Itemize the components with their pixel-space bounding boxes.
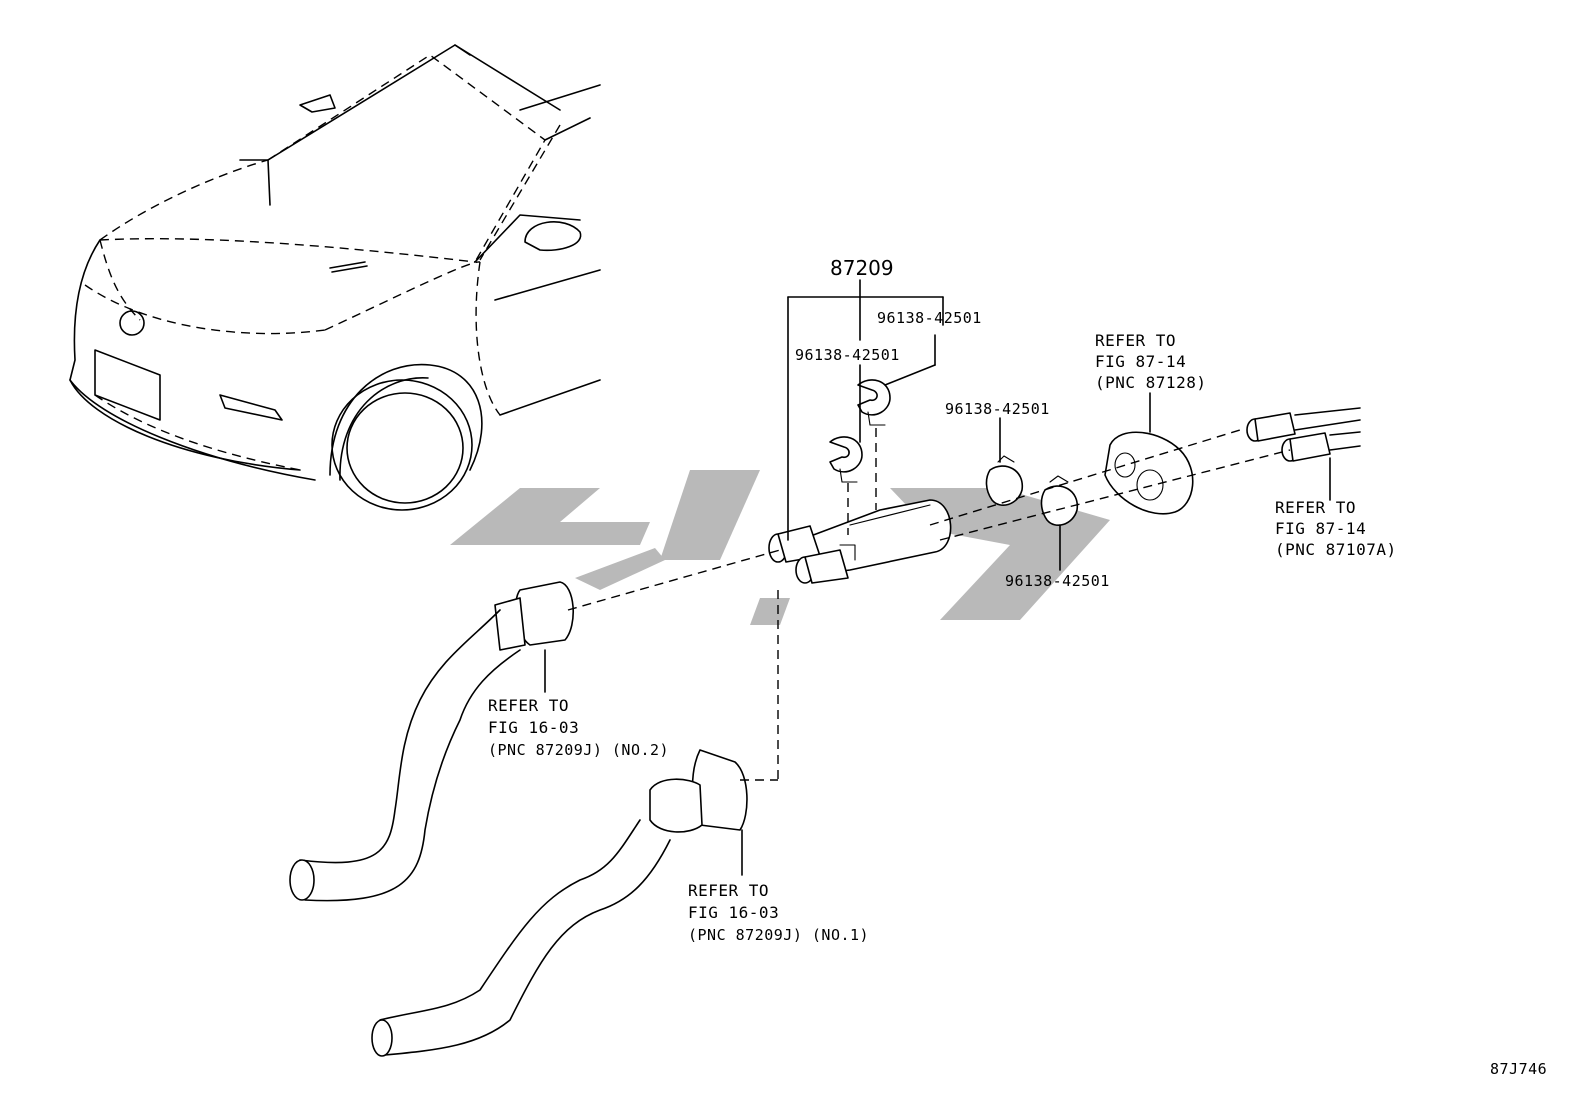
connection-lines (567, 428, 1291, 781)
assembly-number-label: 87209 (830, 256, 894, 280)
clamp-label-1: 96138-42501 (877, 309, 982, 327)
hose-no1-shape (371, 749, 748, 1057)
hose-no1-ref-line2: FIG 16-03 (688, 903, 779, 922)
hose-no2-reference: REFER TO FIG 16-03 (PNC 87209J) (NO.2) (488, 696, 669, 759)
valve-assembly (768, 499, 952, 584)
leader-lines (544, 279, 1331, 876)
vehicle-outline (69, 44, 601, 511)
clamp-label-3: 96138-42501 (945, 400, 1050, 418)
grommet-ref-line3: (PNC 87128) (1095, 373, 1206, 392)
clamp-shapes (829, 379, 1078, 526)
hose-no2-shape (289, 581, 575, 902)
pipes-ref-line1: REFER TO (1275, 498, 1356, 517)
grommet-shape (1104, 431, 1194, 515)
grommet-ref-line2: FIG 87-14 (1095, 352, 1186, 371)
grommet-ref-line1: REFER TO (1095, 331, 1176, 350)
hose-no1-ref-line3: (PNC 87209J) (NO.1) (688, 926, 869, 944)
figure-code-label: 87J746 (1490, 1060, 1547, 1078)
grommet-reference: REFER TO FIG 87-14 (PNC 87128) (1095, 331, 1206, 392)
hose-no1-reference: REFER TO FIG 16-03 (PNC 87209J) (NO.1) (688, 881, 869, 944)
hose-no1-ref-line1: REFER TO (688, 881, 769, 900)
pipes-ref-line3: (PNC 87107A) (1275, 540, 1397, 559)
clamp-label-2: 96138-42501 (795, 346, 900, 364)
pipes-ref-line2: FIG 87-14 (1275, 519, 1366, 538)
clamp-label-4: 96138-42501 (1005, 572, 1110, 590)
pipes-reference: REFER TO FIG 87-14 (PNC 87107A) (1275, 498, 1397, 559)
hose-no2-ref-line3: (PNC 87209J) (NO.2) (488, 741, 669, 759)
hose-no2-ref-line1: REFER TO (488, 696, 569, 715)
pipe-shapes (1246, 407, 1361, 462)
hose-no2-ref-line2: FIG 16-03 (488, 718, 579, 737)
